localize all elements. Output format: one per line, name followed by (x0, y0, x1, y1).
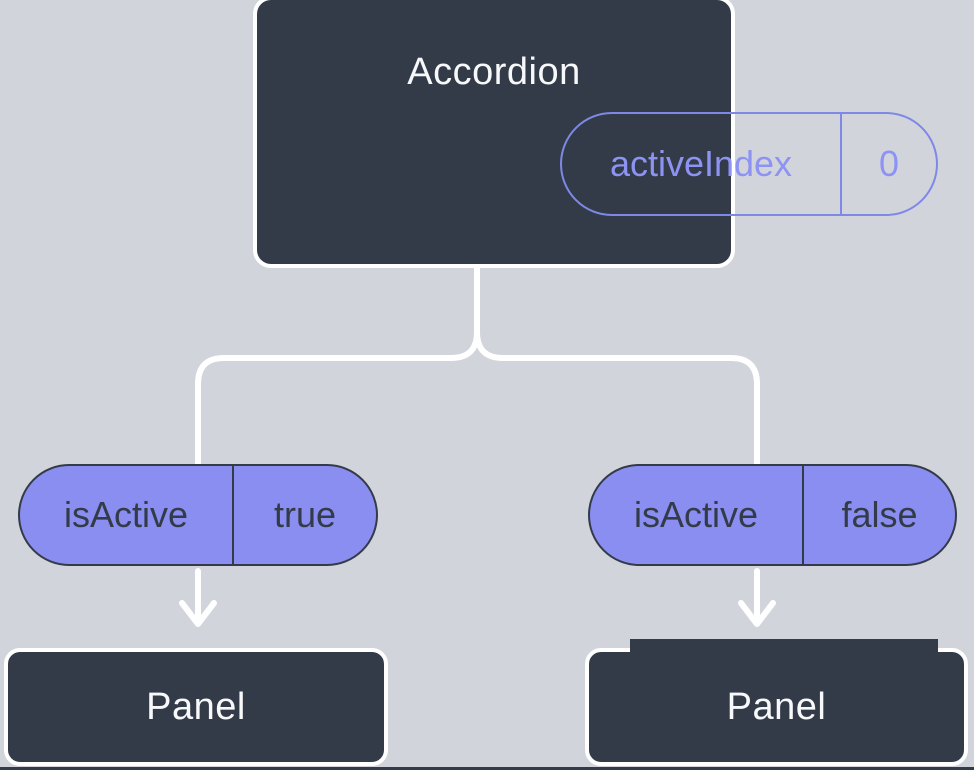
state-pill-divider (840, 114, 842, 214)
accordion-node: Accordion activeIndex 0 (253, 0, 938, 268)
panel-node-left: Panel (4, 648, 388, 766)
arrow-down-left-icon (179, 568, 217, 627)
state-pill: activeIndex 0 (560, 112, 938, 216)
prop-pill-divider (232, 466, 234, 564)
state-pill-label: activeIndex (609, 143, 793, 184)
prop-pill-divider (802, 466, 804, 564)
connector-branch-left (195, 265, 480, 469)
state-pill-value: 0 (878, 143, 900, 184)
connector-branch-right (474, 265, 760, 469)
crop-artifact-right-panel-top (630, 639, 938, 653)
prop-pill-label: isActive (63, 494, 189, 535)
prop-pill-value: true (273, 494, 337, 535)
arrow-down-right-icon (738, 568, 776, 627)
accordion-title: Accordion (407, 51, 581, 93)
panel-title: Panel (726, 685, 827, 728)
prop-pill-is-active-false: isActive false (588, 464, 957, 566)
prop-pill-is-active-true: isActive true (18, 464, 378, 566)
crop-artifact-bottom-edge (0, 767, 974, 770)
prop-pill-label: isActive (633, 494, 759, 535)
prop-pill-value: false (841, 494, 918, 535)
panel-title: Panel (146, 685, 246, 728)
panel-node-right: Panel (585, 648, 968, 766)
